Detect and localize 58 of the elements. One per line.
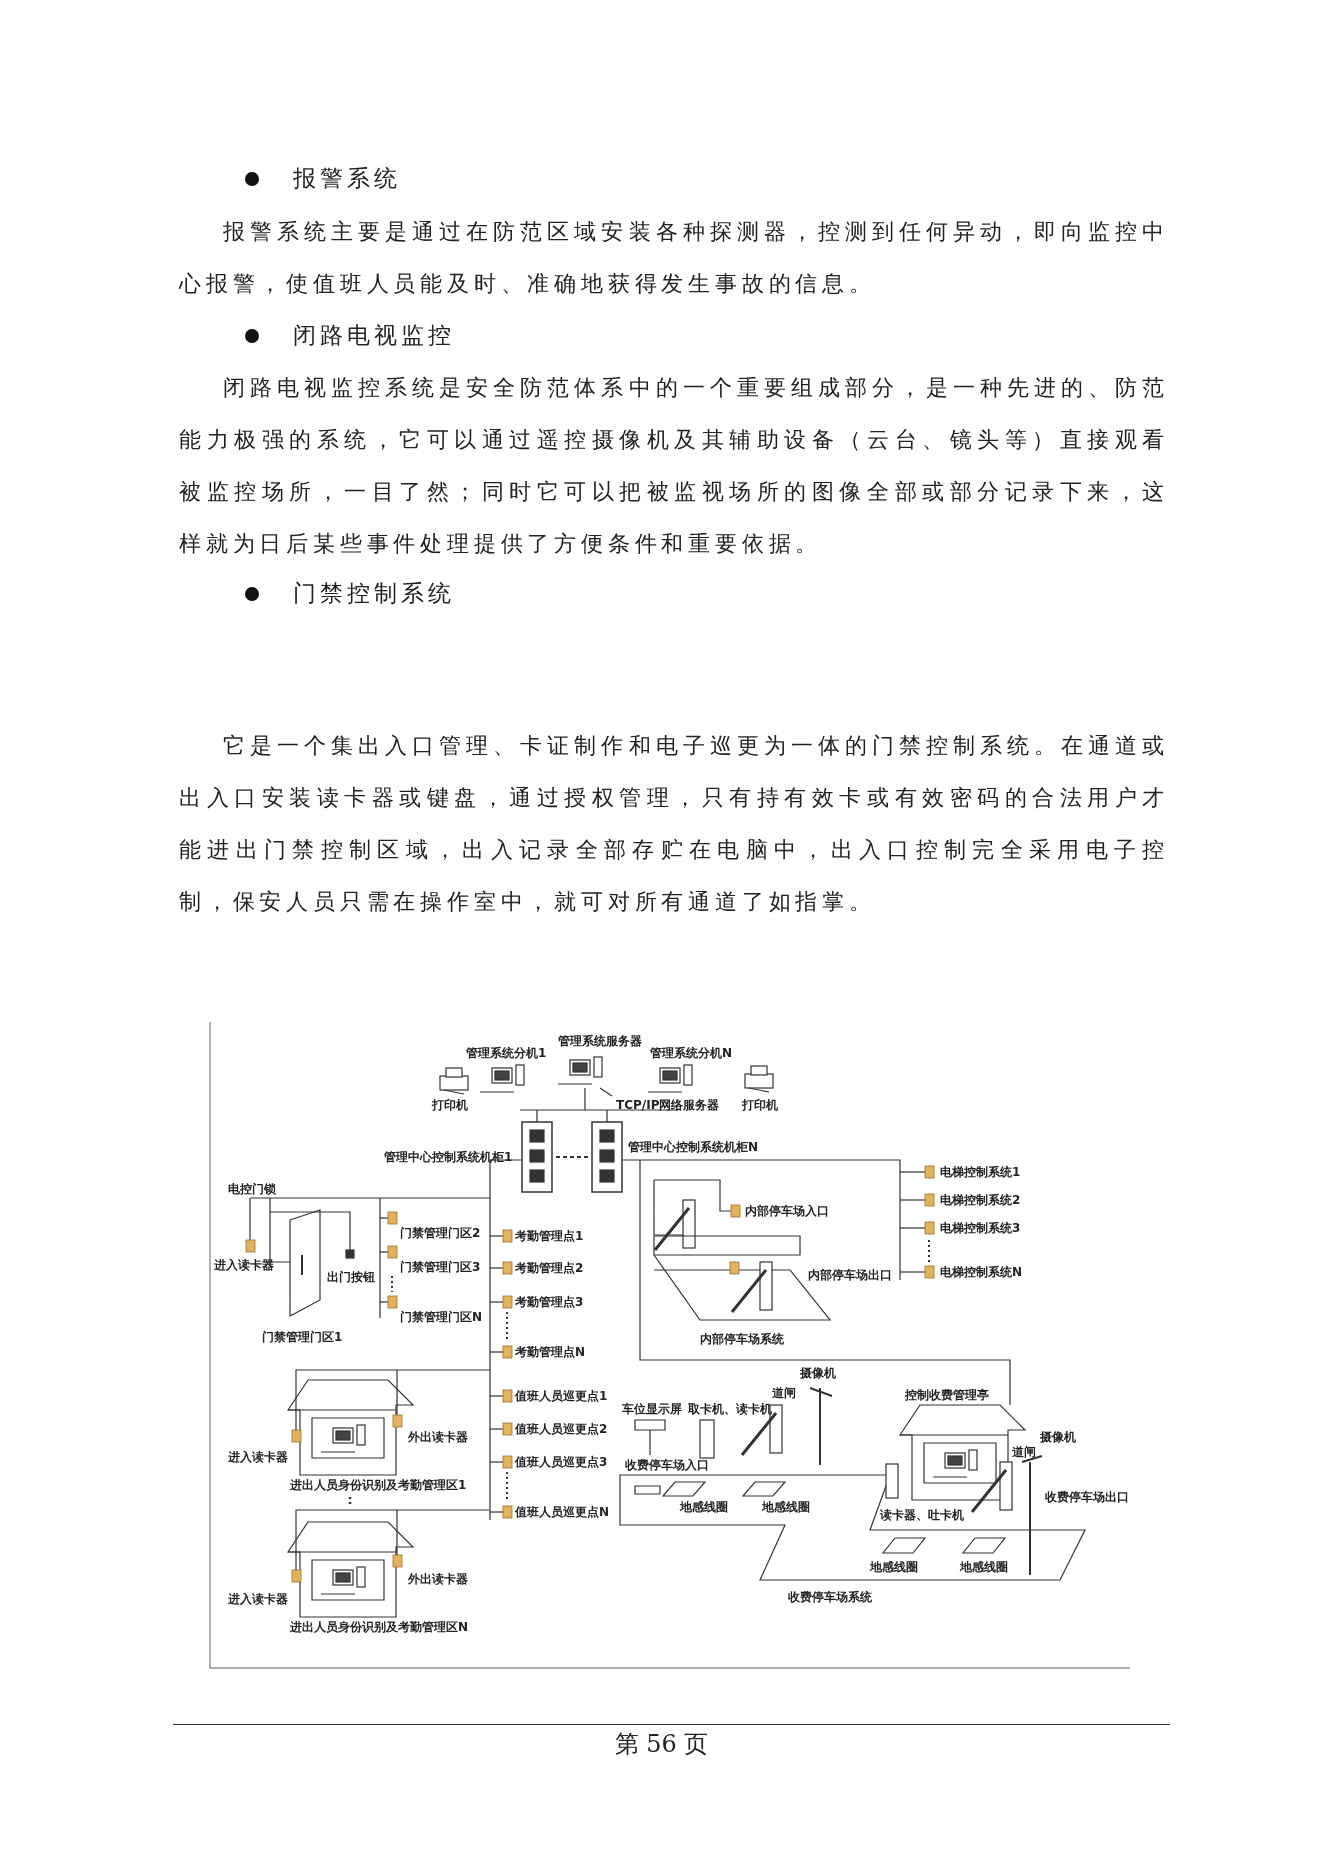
device-label: 取卡机、读卡机 [688, 1402, 772, 1416]
device-label: 门禁管理门区3 [400, 1260, 481, 1274]
device-label: 考勤管理点1 [515, 1229, 584, 1243]
device-label: 电控门锁 [228, 1182, 276, 1196]
system-label: 收费停车场系统 [788, 1590, 872, 1604]
paragraph: 它是一个集出入口管理、卡证制作和电子巡更为一体的门禁控制系统。在通道或出入口安装读卡器或键盘，通过授权管理，只有持有效卡或有效密码的合法用户才能进出门禁控制区域，出入记录全部存贮在电脑中，出入口控制完全采用电子控制，保安人员只需在操作室中，就可对所有通道了如指掌。 [179, 732, 1169, 916]
device-label: 管理系统分机1 [466, 1046, 547, 1060]
device-label: 门禁管理门区N [400, 1310, 483, 1324]
device-label: 管理系统分机N [650, 1046, 733, 1060]
device-label: 值班人员巡更点N [515, 1505, 610, 1519]
device-label: 考勤管理点3 [515, 1295, 584, 1309]
device-label: 摄像机 [800, 1366, 836, 1380]
device-label: 车位显示屏 [622, 1402, 682, 1416]
device-label: 管理中心控制系统机柜N [628, 1140, 759, 1154]
device-label: 值班人员巡更点1 [515, 1389, 608, 1403]
device-label: 地感线圈 [960, 1560, 1008, 1574]
device-label: 收费停车场出口 [1045, 1490, 1129, 1504]
device-label: 道闸 [772, 1386, 796, 1400]
zone-label: 门禁管理门区1 [262, 1330, 343, 1344]
device-label: 出门按钮 [327, 1270, 375, 1284]
device-label: 外出读卡器 [408, 1430, 468, 1444]
device-label: 控制收费管理亭 [905, 1388, 989, 1402]
device-label: 外出读卡器 [408, 1572, 468, 1586]
device-label: 打印机 [742, 1098, 778, 1112]
device-label: 地感线圈 [680, 1500, 728, 1514]
section-heading: 闭路电视监控 [293, 321, 455, 350]
device-label: 内部停车场出口 [808, 1268, 892, 1282]
device-label: 收费停车场入口 [625, 1458, 709, 1472]
device-label: 读卡器、吐卡机 [880, 1508, 964, 1522]
device-label: 管理系统服务器 [558, 1034, 642, 1048]
system-label: 内部停车场系统 [700, 1332, 784, 1346]
device-label: 电梯控制系统3 [940, 1221, 1021, 1235]
device-label: 地感线圈 [762, 1500, 810, 1514]
device-label: 值班人员巡更点3 [515, 1455, 608, 1469]
device-label: 地感线圈 [870, 1560, 918, 1574]
paragraph: 报警系统主要是通过在防范区域安装各种探测器，控测到任何异动，即向监控中心报警，使值班人员能及时、准确地获得发生事故的信息。 [179, 218, 1169, 298]
device-label: 电梯控制系统2 [940, 1193, 1021, 1207]
device-label: 电梯控制系统1 [940, 1165, 1021, 1179]
section-heading: 报警系统 [293, 164, 401, 193]
device-label: 道闸 [1012, 1445, 1036, 1459]
device-label: 考勤管理点N [515, 1345, 586, 1359]
zone-label: 进出人员身份识别及考勤管理区N [290, 1620, 469, 1634]
page-number: 第 56 页 [614, 1730, 709, 1758]
device-label: 值班人员巡更点2 [515, 1422, 608, 1436]
section-heading: 门禁控制系统 [293, 579, 455, 608]
device-label: 考勤管理点2 [515, 1261, 584, 1275]
device-label: 进入读卡器 [214, 1258, 274, 1272]
device-label: 门禁管理门区2 [400, 1226, 481, 1240]
device-label: 打印机 [432, 1098, 468, 1112]
device-label: 内部停车场入口 [745, 1204, 829, 1218]
zone-label: 进出人员身份识别及考勤管理区1 [290, 1478, 467, 1492]
device-label: 进入读卡器 [228, 1592, 288, 1606]
device-label: 进入读卡器 [228, 1450, 288, 1464]
device-label: 管理中心控制系统机柜1 [384, 1150, 513, 1164]
paragraph: 闭路电视监控系统是安全防范体系中的一个重要组成部分，是一种先进的、防范能力极强的系统，它可以通过遥控摄像机及其辅助设备（云台、镜头等）直接观看被监控场所，一目了然；同时它可以把被监视场所的图像全部或部分记录下来，这样就为日后某些事件处理提供了方便条件和重要依据。 [179, 374, 1169, 558]
device-label: TCP/IP网络服务器 [616, 1098, 720, 1112]
device-label: 电梯控制系统N [940, 1265, 1023, 1279]
device-label: 摄像机 [1040, 1430, 1076, 1444]
